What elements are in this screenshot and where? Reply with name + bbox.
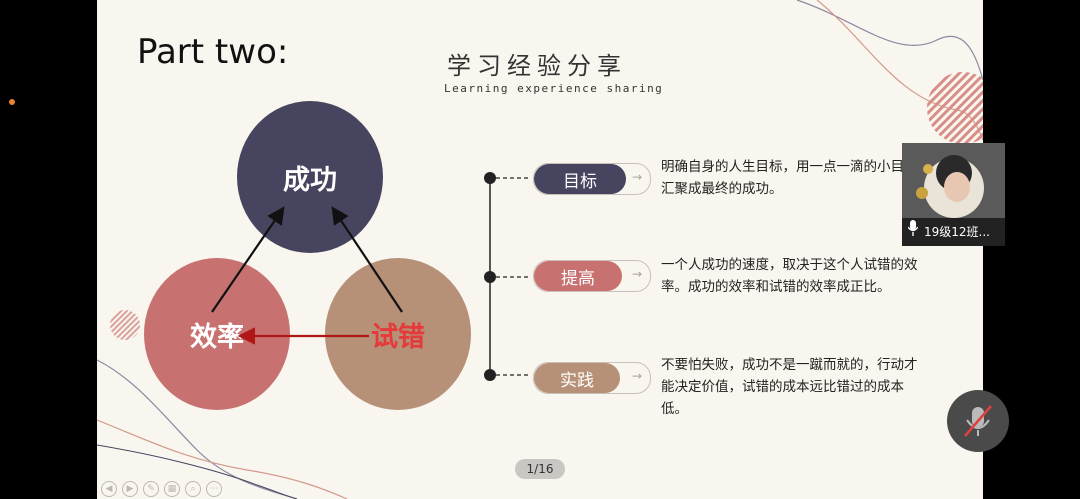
item-practice-label: 实践 [534, 363, 620, 393]
slide-title-en: Learning experience sharing [444, 82, 664, 95]
slide-controls: ◀ ▶ ✎ ▦ ⌕ ⋯ [101, 481, 222, 497]
circle-efficiency-label: 效率 [190, 321, 244, 353]
item-goal-label: 目标 [534, 164, 626, 194]
item-improve-desc: 一个人成功的速度，取决于这个人试错的效率。成功的效率和试错的效率成正比。 [661, 257, 918, 295]
circle-efficiency: 效率 [144, 258, 290, 410]
circle-success: 成功 [237, 101, 383, 253]
arrow-right-icon: → [631, 369, 642, 383]
decorative-lines [97, 0, 983, 499]
item-improve: 提高 → [533, 260, 651, 292]
item-practice: 实践 → [533, 362, 651, 394]
grid-icon[interactable]: ▦ [164, 481, 180, 497]
circle-trial-error-label: 试错 [371, 321, 425, 353]
next-slide-icon[interactable]: ▶ [122, 481, 138, 497]
microphone-muted-icon [964, 405, 992, 437]
prev-slide-icon[interactable]: ◀ [101, 481, 117, 497]
arrow-right-icon: → [631, 170, 642, 184]
microphone-icon [902, 218, 924, 246]
item-improve-label: 提高 [534, 261, 622, 291]
circle-trial-error: 试错 [325, 258, 471, 410]
status-dot [9, 99, 15, 105]
presentation-slide: Part two: 学习经验分享 Learning experience sha… [97, 0, 983, 499]
participant-name: 19级12班... [924, 225, 990, 239]
participant-video[interactable]: 19级12班... [902, 143, 1005, 246]
item-goal-desc: 明确自身的人生目标，用一点一滴的小目标汇聚成最终的成功。 [661, 159, 918, 197]
participant-avatar [902, 143, 1005, 218]
arrow-right-icon: → [631, 267, 642, 281]
relation-arrows [211, 172, 530, 381]
circle-success-label: 成功 [283, 164, 337, 196]
zoom-icon[interactable]: ⌕ [185, 481, 201, 497]
slide-title-cn: 学习经验分享 [447, 52, 627, 80]
item-practice-desc: 不要怕失败，成功不是一蹴而就的，行动才能决定价值，试错的成本远比错过的成本低。 [661, 357, 918, 417]
mute-microphone-button[interactable] [947, 390, 1009, 452]
more-icon[interactable]: ⋯ [206, 481, 222, 497]
participant-label-bar: 19级12班... [902, 218, 1005, 246]
part-title: Part two: [137, 32, 289, 72]
item-goal: 目标 → [533, 163, 651, 195]
pen-icon[interactable]: ✎ [143, 481, 159, 497]
page-indicator: 1/16 [515, 459, 565, 479]
